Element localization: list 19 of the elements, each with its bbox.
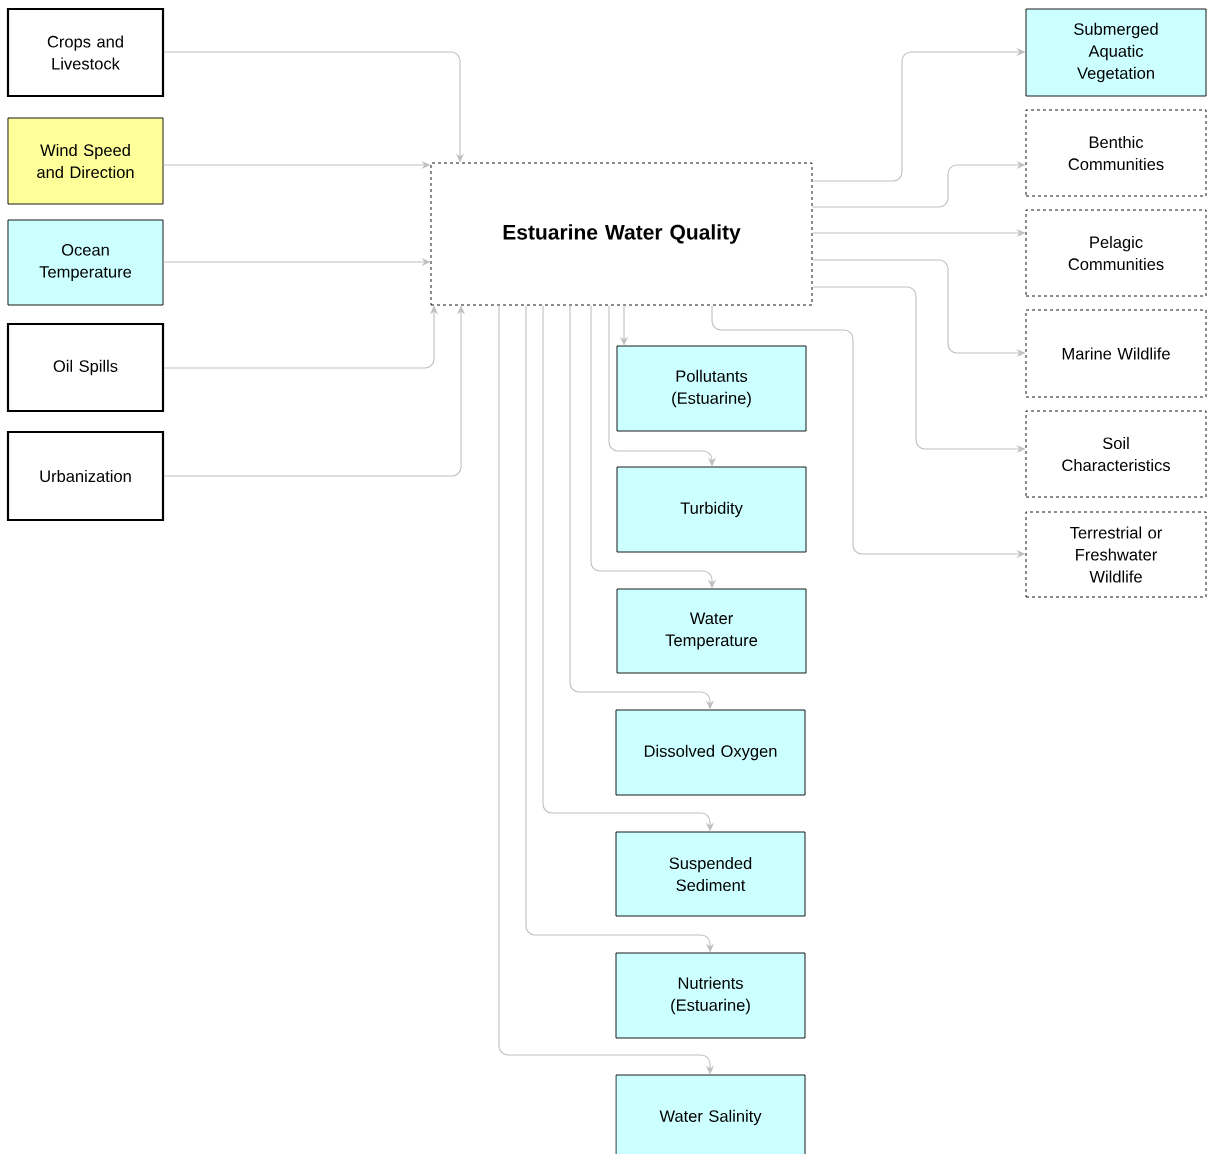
factor-box: Submerged Aquatic Vegetation	[1025, 8, 1207, 97]
factor-box: Water Salinity	[615, 1074, 806, 1154]
factor-box: Soil Characteristics	[1025, 410, 1207, 498]
factor-box: Turbidity	[616, 466, 807, 553]
factor-box: Oil Spills	[6, 322, 165, 413]
factor-box: Pollutants (Estuarine)	[616, 345, 807, 432]
factor-box: Nutrients (Estuarine)	[615, 952, 806, 1039]
factor-box: Ocean Temperature	[7, 219, 164, 306]
factor-box: Benthic Communities	[1025, 109, 1207, 197]
central-box: Estuarine Water Quality	[430, 162, 813, 306]
factor-box: Urbanization	[6, 430, 165, 522]
factor-box: Water Temperature	[616, 588, 807, 674]
factor-box: Marine Wildlife	[1025, 309, 1207, 398]
factor-box: Wind Speed and Direction	[7, 117, 164, 205]
factor-box: Terrestrial or Freshwater Wildlife	[1025, 511, 1207, 598]
factor-box: Crops and Livestock	[6, 7, 165, 98]
factor-box: Suspended Sediment	[615, 831, 806, 917]
factor-box: Pelagic Communities	[1025, 209, 1207, 297]
factor-box: Dissolved Oxygen	[615, 709, 806, 796]
